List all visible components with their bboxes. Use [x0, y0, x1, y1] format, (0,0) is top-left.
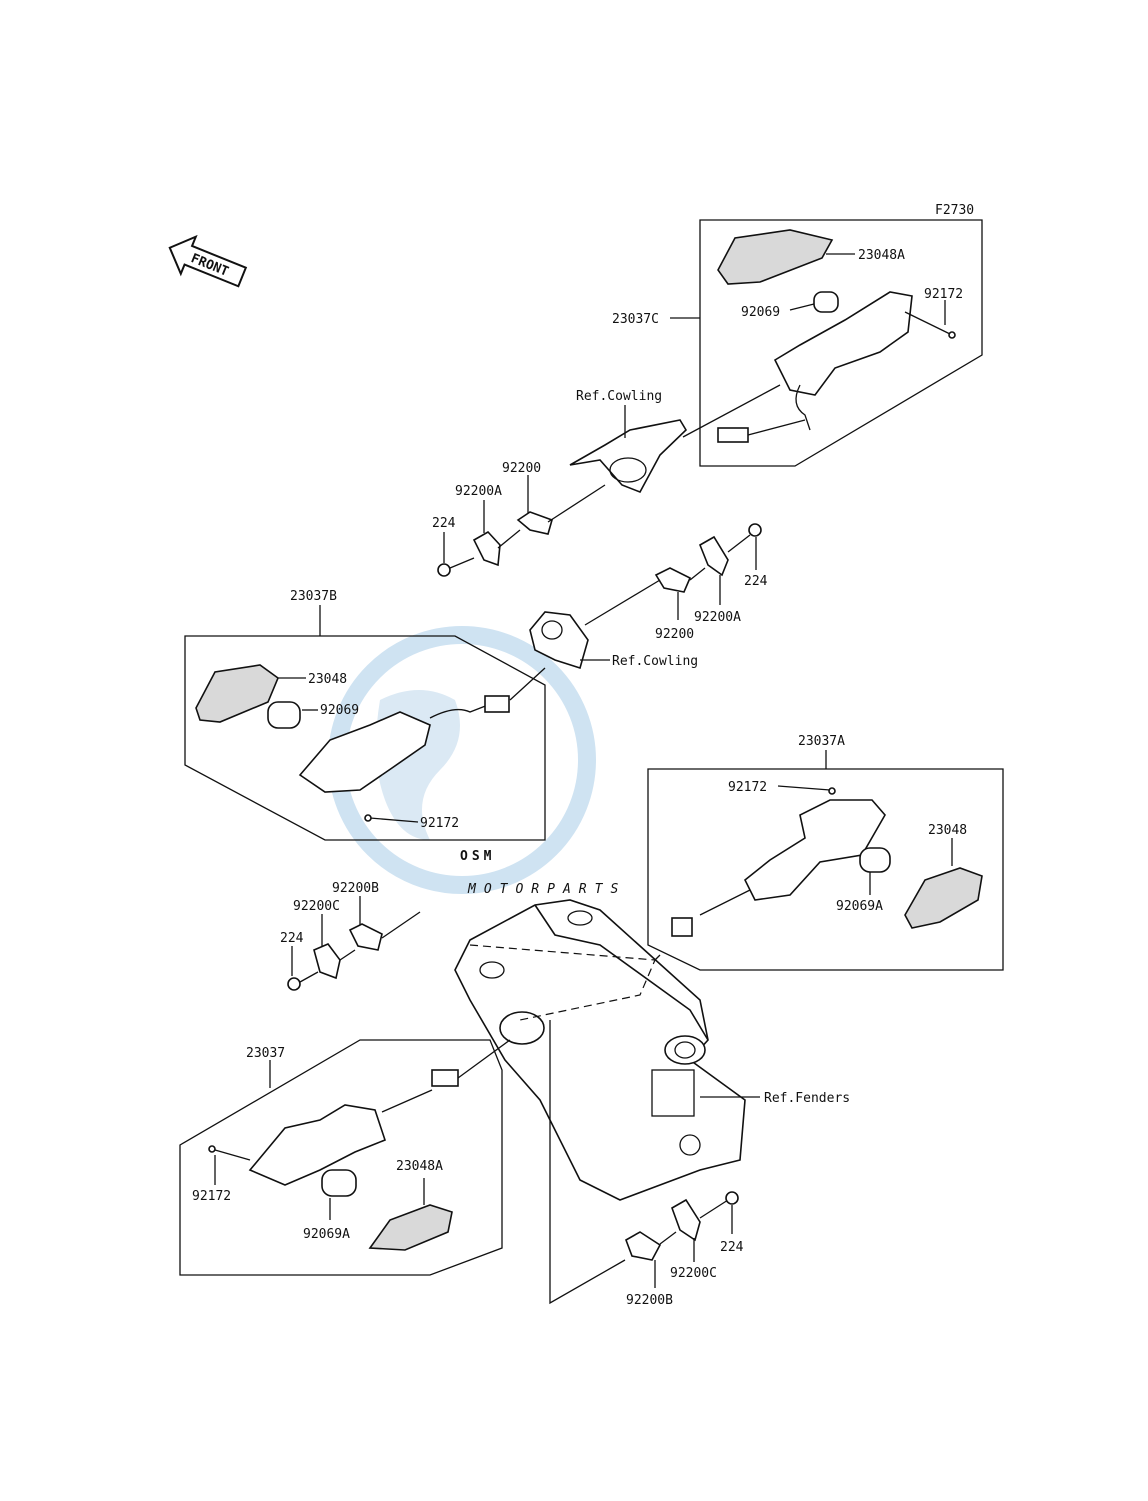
label-92200A-upper: 92200A	[455, 484, 502, 499]
bolt-224-rr	[725, 1191, 739, 1205]
ref-cowling-upper: Ref.Cowling	[576, 389, 662, 404]
label-92200-mid: 92200	[655, 627, 694, 642]
label-23037B: 23037B	[290, 589, 337, 604]
lens-23048A-rl	[368, 1204, 453, 1251]
label-23037A: 23037A	[798, 734, 845, 749]
label-92200B-lr: 92200B	[332, 881, 379, 896]
housing-23037C	[773, 291, 913, 396]
cowling-upper: Ref.Cowling	[569, 389, 688, 494]
connector-fl	[484, 695, 510, 713]
label-224-upper: 224	[432, 516, 456, 531]
label-23048-rr: 23048	[928, 823, 967, 838]
label-23048A-rl: 23048A	[396, 1159, 443, 1174]
bulb-92069A-rr	[859, 847, 891, 873]
bulb-92069-fr	[813, 291, 839, 313]
label-92200C-lr: 92200C	[293, 899, 340, 914]
plate-92200-mid	[654, 567, 692, 593]
label-23048A-fr: 23048A	[858, 248, 905, 263]
bracket-92200A-upper	[472, 530, 501, 567]
fasteners-middle: 224 92200A 92200	[584, 523, 768, 642]
ref-cowling-middle: Ref.Cowling	[612, 654, 698, 669]
label-92069A-rr: 92069A	[836, 899, 883, 914]
connector-rr	[671, 917, 693, 937]
bulb-92069A-rl	[321, 1169, 357, 1197]
label-92200B-rr: 92200B	[626, 1293, 673, 1308]
label-92172-rr: 92172	[728, 780, 767, 795]
fasteners-right-rear: 92200B 92200C 224	[549, 1020, 744, 1308]
housing-23037A	[743, 799, 886, 901]
label-224-rr: 224	[720, 1240, 744, 1255]
label-92172-fl: 92172	[420, 816, 459, 831]
group-front-right: 23037C 23048A 92069 92172	[612, 219, 983, 467]
front-arrow-icon: FRONT	[168, 234, 248, 288]
bracket-92200C-lr	[313, 943, 341, 980]
label-23037C: 23037C	[612, 312, 659, 327]
watermark-sub: MOTORPARTS	[467, 882, 626, 897]
bolt-224-lr	[287, 977, 301, 991]
lens-23048-fl	[195, 664, 279, 723]
label-92172-rl: 92172	[192, 1189, 231, 1204]
label-92200C-rr: 92200C	[670, 1266, 717, 1281]
figure-code: F2730	[935, 203, 974, 218]
label-224-lr: 224	[280, 931, 304, 946]
bolt-224-mid	[748, 523, 762, 537]
plate-92200B-lr	[348, 923, 383, 951]
group-rear-right: 23037A 92172 92069A 23048	[647, 734, 1004, 971]
label-23048-fl: 23048	[308, 672, 347, 687]
label-92069-fr: 92069	[741, 305, 780, 320]
label-92069A-rl: 92069A	[303, 1227, 350, 1242]
cowling-middle: Ref.Cowling	[529, 611, 698, 670]
housing-23037	[248, 1104, 386, 1186]
fender: Ref.Fenders	[454, 899, 850, 1201]
label-92200-upper: 92200	[502, 461, 541, 476]
label-224-mid: 224	[744, 574, 768, 589]
ref-fenders: Ref.Fenders	[764, 1091, 850, 1106]
watermark-brand: OSM	[460, 849, 495, 864]
lens-23048-rr	[904, 867, 983, 929]
fasteners-upper: 92200 92200A 224	[432, 461, 606, 577]
lens-23048A-fr	[717, 229, 834, 285]
label-92200A-mid: 92200A	[694, 610, 741, 625]
bracket-92200C-rr	[671, 1198, 701, 1242]
plate-92200-upper	[516, 511, 553, 535]
group-rear-left: 23037 92172 92069A 23048A	[179, 1039, 511, 1276]
bracket-92200A-mid	[698, 535, 729, 577]
connector-rl	[431, 1069, 459, 1087]
bulb-92069-fl	[267, 701, 301, 729]
fasteners-left-rear: 92200B 92200C 224	[280, 881, 421, 991]
bolt-224-upper	[437, 563, 451, 577]
group-front-left: 23037B 23048 92069 92172	[184, 589, 546, 841]
plate-92200B-rr	[625, 1231, 662, 1261]
connector-fr	[717, 427, 749, 443]
housing-23037B	[298, 711, 431, 793]
label-92069-fl: 92069	[320, 703, 359, 718]
label-23037: 23037	[246, 1046, 285, 1061]
label-92172-fr: 92172	[924, 287, 963, 302]
